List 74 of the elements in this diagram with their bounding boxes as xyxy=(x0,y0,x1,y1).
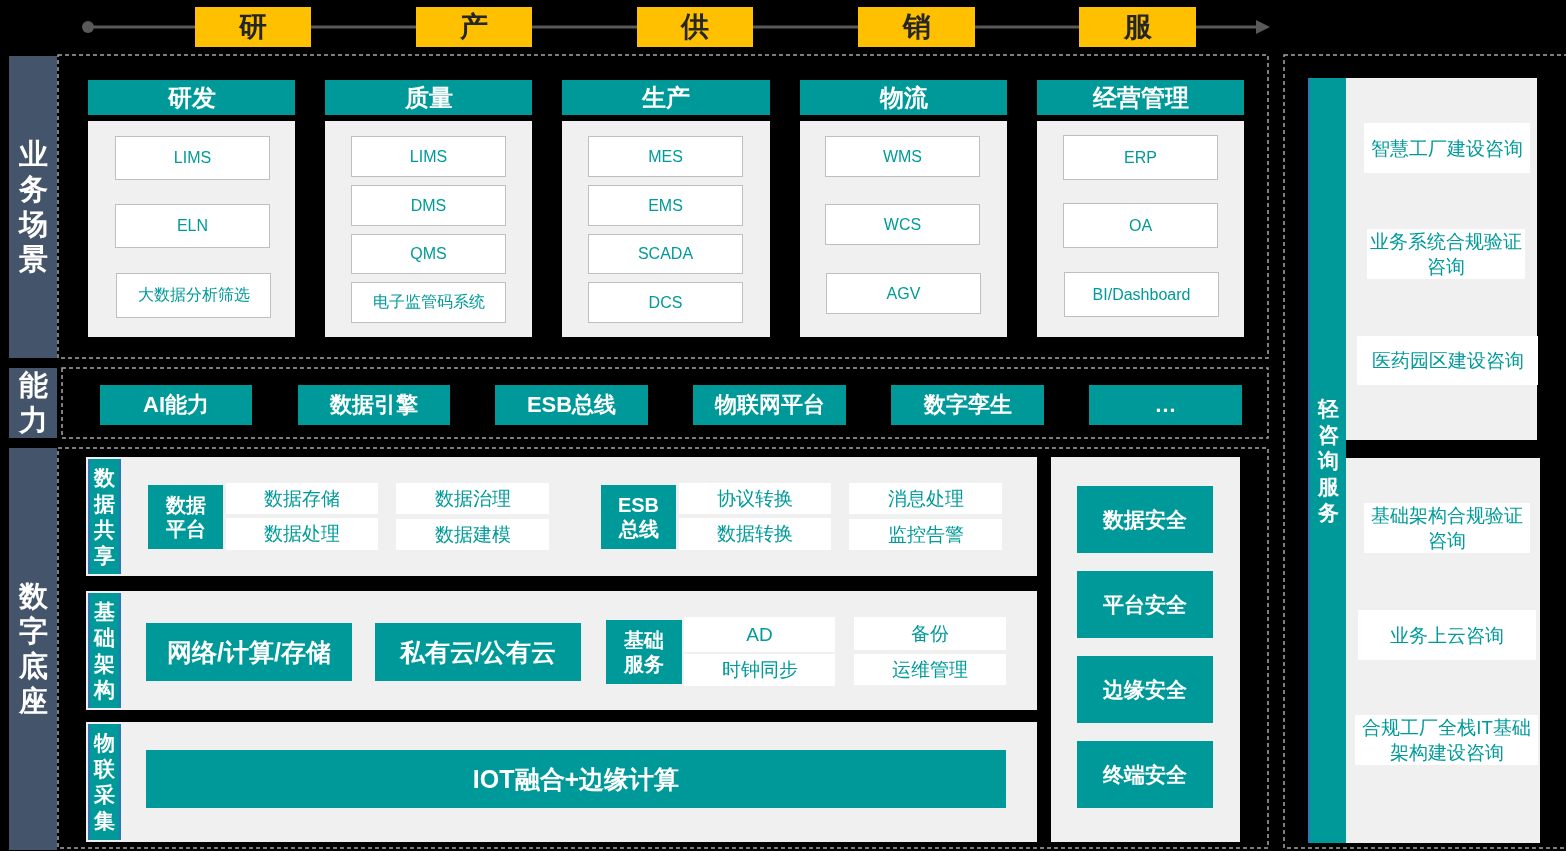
function-cell: 时钟同步 xyxy=(684,654,835,686)
system-box: AGV xyxy=(826,273,981,314)
security-box: 平台安全 xyxy=(1077,571,1213,638)
capability-box: … xyxy=(1089,385,1242,425)
system-box: SCADA xyxy=(588,234,743,274)
capability-box: ESB总线 xyxy=(495,385,648,425)
system-box: QMS xyxy=(351,234,506,274)
stage-box: 研 xyxy=(195,7,311,47)
system-box: 大数据分析筛选 xyxy=(116,273,271,318)
consulting-box: 业务上云咨询 xyxy=(1358,610,1536,660)
section-label-bar: 能力 xyxy=(9,368,57,438)
security-box: 数据安全 xyxy=(1077,486,1213,553)
system-box: DCS xyxy=(588,282,743,323)
system-box: MES xyxy=(588,136,743,177)
infrastructure-box: 网络/计算/存储 xyxy=(146,623,352,681)
capability-box: 数字孪生 xyxy=(891,385,1044,425)
function-cell: 数据处理 xyxy=(226,518,378,550)
row-label: 物联采集 xyxy=(88,724,121,840)
row-label: 基础架构 xyxy=(88,593,121,708)
consulting-box: 合规工厂全栈IT基础架构建设咨询 xyxy=(1355,715,1538,765)
system-box: DMS xyxy=(351,185,506,226)
system-box: BI/Dashboard xyxy=(1064,272,1219,317)
system-box: ERP xyxy=(1063,135,1218,180)
consulting-box: 智慧工厂建设咨询 xyxy=(1364,123,1530,173)
side-label-bar: 轻咨询服务 xyxy=(1308,78,1346,843)
section-label-bar: 业务场景 xyxy=(9,56,57,358)
function-cell: 消息处理 xyxy=(849,483,1002,514)
system-box: ELN xyxy=(115,204,270,248)
capability-box: 数据引擎 xyxy=(298,385,450,425)
function-cell: 数据存储 xyxy=(226,483,378,514)
function-cell: 监控告警 xyxy=(849,519,1002,550)
consulting-box: 基础架构合规验证咨询 xyxy=(1364,503,1530,553)
panel-background xyxy=(1346,458,1540,843)
panel-background xyxy=(1346,78,1537,440)
function-cell: 数据治理 xyxy=(396,483,549,514)
system-box: EMS xyxy=(588,185,743,226)
capability-box: AI能力 xyxy=(100,385,252,425)
security-box: 终端安全 xyxy=(1077,741,1213,808)
row-label: 数据共享 xyxy=(88,459,121,574)
capability-box: 物联网平台 xyxy=(693,385,846,425)
column-header: 研发 xyxy=(88,80,295,115)
security-box: 边缘安全 xyxy=(1077,656,1213,723)
group-label-box: 数据平台 xyxy=(148,485,223,549)
row-panel xyxy=(86,591,1037,710)
system-box: LIMS xyxy=(115,136,270,180)
group-label-box: ESB总线 xyxy=(601,485,676,549)
system-box: WCS xyxy=(825,204,980,245)
stage-box: 销 xyxy=(858,7,975,47)
consulting-box: 医药园区建设咨询 xyxy=(1357,336,1538,385)
stage-box: 产 xyxy=(416,7,532,47)
function-cell: 协议转换 xyxy=(679,483,831,514)
function-cell: 数据建模 xyxy=(396,519,549,550)
function-cell: 数据转换 xyxy=(679,518,831,550)
system-box: 电子监管码系统 xyxy=(351,282,506,323)
section-label-bar: 数字底座 xyxy=(9,448,57,850)
function-cell: AD xyxy=(684,617,835,652)
infrastructure-box: IOT融合+边缘计算 xyxy=(146,750,1006,808)
consulting-box: 业务系统合规验证咨询 xyxy=(1367,229,1525,279)
group-label-box: 基础服务 xyxy=(606,620,682,684)
system-box: WMS xyxy=(825,136,980,177)
row-panel xyxy=(86,457,1037,576)
column-header: 物流 xyxy=(800,80,1007,115)
column-header: 经营管理 xyxy=(1037,80,1244,115)
system-box: OA xyxy=(1063,203,1218,248)
function-cell: 备份 xyxy=(854,617,1006,650)
stage-box: 供 xyxy=(637,7,753,47)
column-header: 质量 xyxy=(325,80,532,115)
system-box: LIMS xyxy=(351,136,506,177)
row-panel xyxy=(86,722,1037,842)
function-cell: 运维管理 xyxy=(854,654,1006,685)
stage-box: 服 xyxy=(1079,7,1196,47)
infrastructure-box: 私有云/公有云 xyxy=(375,623,581,681)
column-header: 生产 xyxy=(562,80,770,115)
panel-background xyxy=(1051,457,1240,842)
